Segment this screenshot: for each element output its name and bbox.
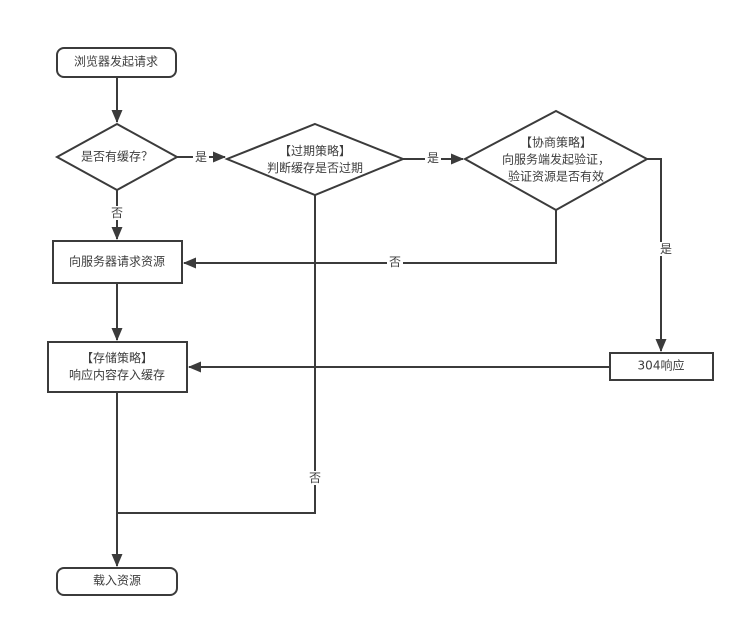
node-expiration-shape bbox=[224, 122, 406, 197]
node-negotiation-shape bbox=[462, 109, 650, 212]
node-store-shape bbox=[47, 341, 188, 393]
node-request-shape bbox=[52, 240, 183, 284]
node-304-shape bbox=[609, 352, 714, 381]
edge-negotiation-no-to-request bbox=[183, 210, 557, 269]
node-start-shape bbox=[56, 47, 177, 78]
node-hascache-shape bbox=[54, 122, 180, 192]
edge-negotiation-yes-to-304 bbox=[647, 158, 667, 352]
node-load-shape bbox=[56, 567, 178, 596]
edge-expiration-no-down bbox=[117, 195, 316, 514]
